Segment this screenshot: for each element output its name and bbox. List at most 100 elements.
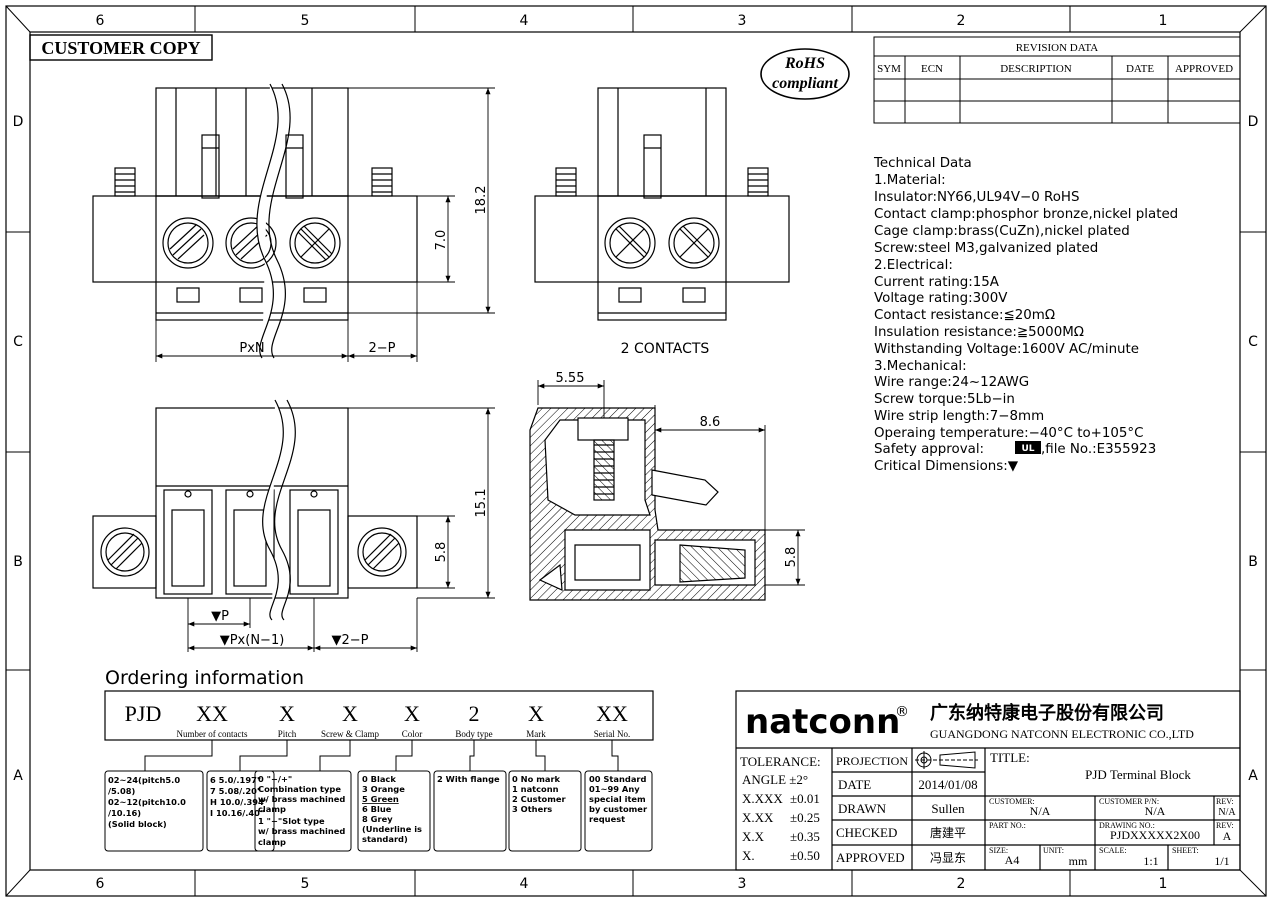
order-code: XX xyxy=(196,701,228,726)
title-block xyxy=(735,690,1241,871)
cust-pn-value: N/A xyxy=(1145,804,1166,818)
revision-header: APPROVED xyxy=(1175,63,1233,75)
color-opt: (Underline is xyxy=(362,824,422,834)
unit-label: UNIT: xyxy=(1043,846,1064,855)
zone-col-bottom: 4 xyxy=(520,876,529,892)
tech-line: Current rating:15A xyxy=(874,275,1000,290)
mark-opt: 0 No mark xyxy=(512,774,561,784)
rev-value-2: A xyxy=(1223,829,1232,843)
zone-col-top: 1 xyxy=(1159,13,1168,29)
order-code: X xyxy=(528,701,544,726)
dim-5-8-left: 5.8 xyxy=(434,542,449,563)
dim-5-55: 5.55 xyxy=(556,371,585,386)
drawing-value: PJDXXXXX2X00 xyxy=(1110,828,1200,842)
two-contact-view xyxy=(534,87,790,321)
dim-18-2: 18.2 xyxy=(474,186,489,215)
color-opt: 0 Black xyxy=(362,774,396,784)
revision-header: DATE xyxy=(1126,63,1154,75)
customer-copy-stamp: CUSTOMER COPY xyxy=(29,34,213,61)
mark-opt: 3 Others xyxy=(512,804,552,814)
critical-dimensions: Critical Dimensions:▼ xyxy=(874,459,1019,474)
order-code: 2 xyxy=(469,701,480,726)
ordering-box-set xyxy=(254,770,653,852)
mark-opt: 2 Customer xyxy=(512,794,567,804)
ordering-option-boxes xyxy=(104,770,275,852)
serial-opt: 00 Standard xyxy=(589,774,647,784)
dim-pxn-1: ▼Px(N−1) xyxy=(220,633,285,648)
two-contacts-label: 2 CONTACTS xyxy=(621,341,710,357)
color-opt: 8 Grey xyxy=(362,814,393,824)
tol-row: X.XX xyxy=(742,810,774,825)
svg-text:UL: UL xyxy=(1021,444,1034,454)
order-code: XX xyxy=(596,701,628,726)
dim-15-1: 15.1 xyxy=(474,489,489,518)
sheet-value: 1/1 xyxy=(1214,854,1229,868)
zone-labels: 6 5 4 3 2 1 6 5 4 3 2 1 D C B A D C B A xyxy=(13,13,1259,892)
order-code: X xyxy=(279,701,295,726)
order-code: PJD xyxy=(125,701,162,726)
company-reg: ® xyxy=(895,704,909,720)
zone-col-top: 3 xyxy=(738,13,747,29)
rohs-line1: RoHS xyxy=(784,55,825,72)
pitch-opt: I 10.16/.40" xyxy=(210,808,264,818)
tol-row: X. xyxy=(742,848,755,863)
approved-value: 冯显东 xyxy=(930,851,966,865)
serial-opt: 01~99 Any xyxy=(589,784,640,794)
company-cn: 广东纳特康电子股份有限公司 xyxy=(930,702,1164,724)
tech-line: Insulation resistance:≧5000MΩ xyxy=(874,325,1084,340)
zone-row-left: C xyxy=(13,334,23,350)
size-label: SIZE: xyxy=(989,846,1008,855)
checked-label: CHECKED xyxy=(836,825,897,840)
pitch-opt: H 10.0/.394" xyxy=(210,797,268,807)
rev-label: REV: xyxy=(1216,797,1234,806)
ordering-leaders xyxy=(144,740,619,771)
scale-label: SCALE: xyxy=(1099,846,1127,855)
contacts-opt: 02~24(pitch5.0 xyxy=(108,775,180,785)
ul-mark-icon: UL xyxy=(1015,441,1041,454)
revision-text: REVISION DATA SYM ECN DESCRIPTION DATE A… xyxy=(877,42,1233,75)
drawn-value: Sullen xyxy=(931,801,965,816)
screw-opt: 1 "−"Slot type xyxy=(258,816,325,826)
order-label: Serial No. xyxy=(594,729,631,739)
zone-row-right: A xyxy=(1248,768,1258,784)
order-label: Body type xyxy=(455,729,492,739)
title-block-text: natconn ® 广东纳特康电子股份有限公司 GUANGDONG NATCON… xyxy=(740,702,1236,868)
tol-row: ±0.35 xyxy=(790,829,820,844)
tech-line: Screw torque:5Lb−in xyxy=(874,392,1015,407)
title-value: PJD Terminal Block xyxy=(1085,767,1191,782)
tech-line: Wire range:24~12AWG xyxy=(874,375,1029,390)
screw-opt: w/ brass machined xyxy=(258,826,345,836)
unit-value: mm xyxy=(1069,854,1088,868)
dim-p: ▼P xyxy=(211,609,229,624)
projection-icon xyxy=(915,751,978,769)
revision-header: SYM xyxy=(877,63,901,75)
tech-line: Cage clamp:brass(CuZn),nickel plated xyxy=(874,224,1130,239)
color-opt: 6 Blue xyxy=(362,804,392,814)
dim-7-0: 7.0 xyxy=(434,230,449,251)
tech-line: Operaing temperature:−40°C to+105°C xyxy=(874,426,1143,441)
cross-section-view xyxy=(529,407,766,601)
serial-opt: request xyxy=(589,814,625,824)
screw-opt: 0 "−/+" xyxy=(258,774,292,784)
break-line-top xyxy=(268,83,291,359)
tech-line: Contact clamp:phosphor bronze,nickel pla… xyxy=(874,207,1178,222)
screw-opt: w/ brass machined xyxy=(258,794,345,804)
zone-col-top: 4 xyxy=(520,13,529,29)
technical-data: Technical Data 1.Material: Insulator:NY6… xyxy=(873,156,1178,474)
dim-2p: 2−P xyxy=(368,341,395,356)
zone-row-left: B xyxy=(13,554,23,570)
order-code: X xyxy=(342,701,358,726)
tol-row: X.XXX xyxy=(742,791,783,806)
serial-opt: special item xyxy=(589,794,646,804)
company-logo: natconn xyxy=(745,702,900,742)
title-label: TITLE: xyxy=(990,750,1030,765)
color-opt: 5 Green xyxy=(362,794,399,804)
approved-label: APPROVED xyxy=(836,850,905,865)
tol-row: X.X xyxy=(742,829,765,844)
front-view-top-left xyxy=(92,87,418,321)
revision-header: DESCRIPTION xyxy=(1000,63,1072,75)
pitch-opt: 6 5.0/.197" xyxy=(210,775,261,785)
rev-label-2: REV: xyxy=(1216,821,1234,830)
zone-row-left: D xyxy=(13,114,24,130)
